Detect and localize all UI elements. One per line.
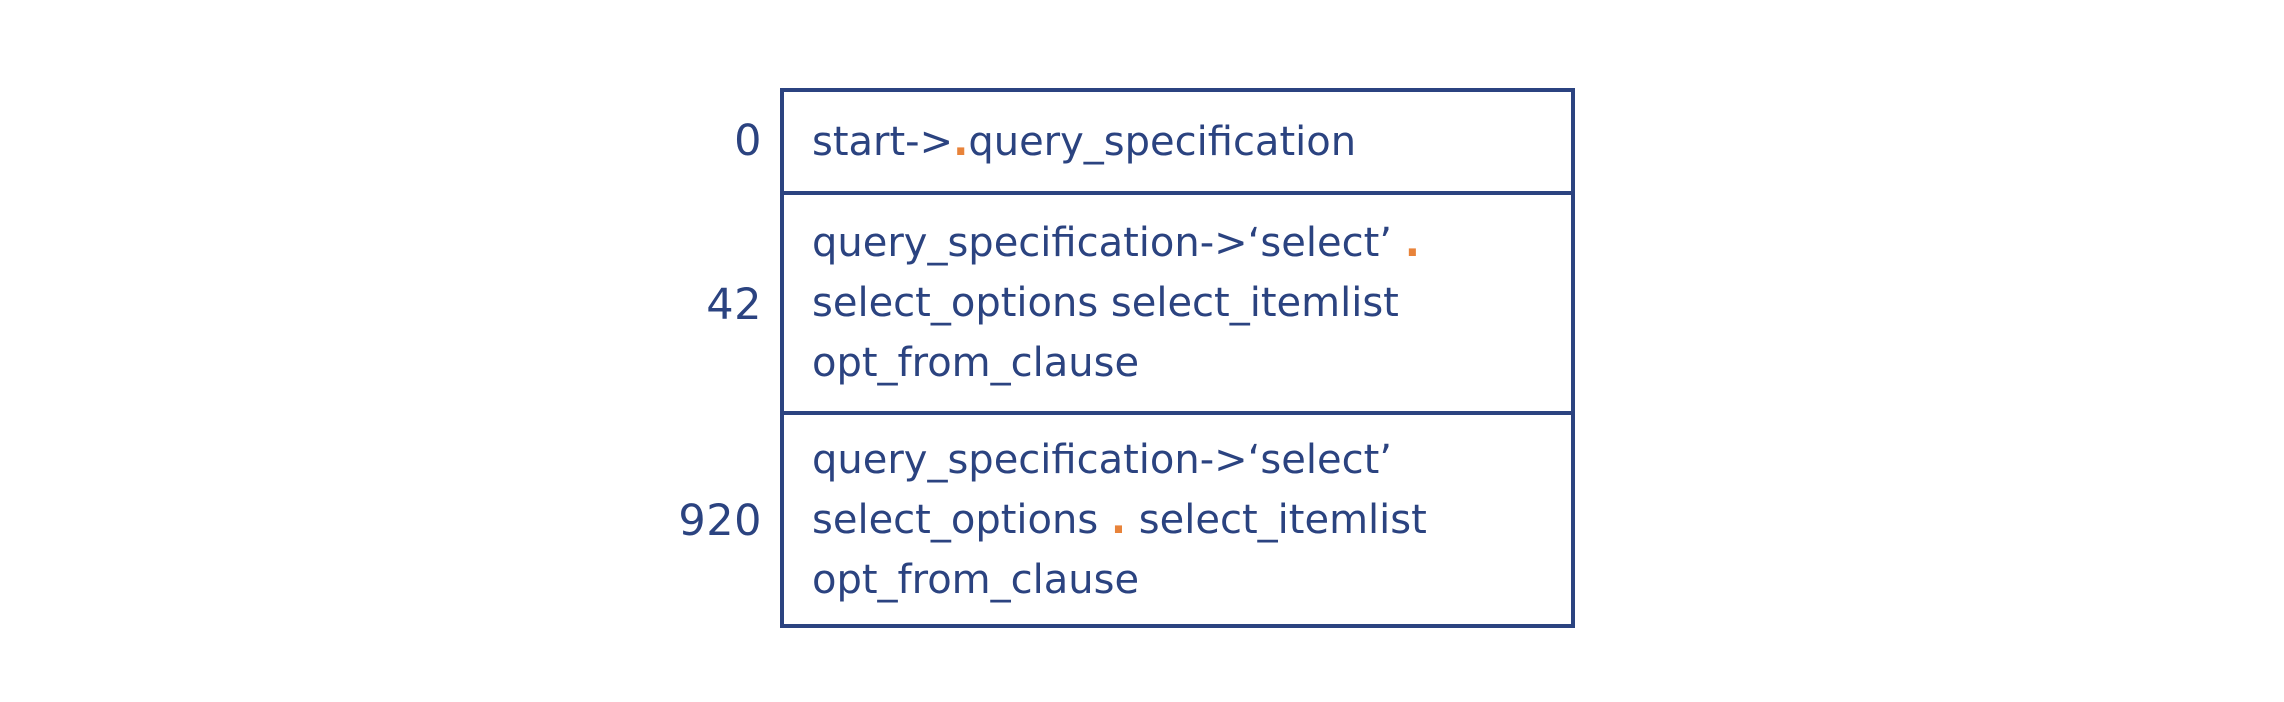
production-text-before-dot: start-> <box>812 118 954 165</box>
production-text-before-dot: query_specification->‘select’ <box>812 436 1392 483</box>
production-line: start->.query_specification <box>812 112 1571 172</box>
parser-position-dot: . <box>953 118 969 165</box>
state-number: 0 <box>734 116 762 166</box>
production-cell: query_specification->‘select’ . select_o… <box>780 195 1575 415</box>
production-text-before-dot: select_options select_itemlist <box>812 280 1399 326</box>
production-line: query_specification->‘select’ . <box>812 213 1571 273</box>
production-text-after-dot: query_specification <box>968 118 1357 165</box>
table-row: 0 start->.query_specification <box>640 88 1575 195</box>
parser-position-dot: . <box>1110 496 1127 543</box>
table-row: 920 query_specification->‘select’ select… <box>640 415 1575 628</box>
parse-item-set-table: 0 start->.query_specification 42 query_s… <box>640 88 1575 628</box>
production-line: opt_from_clause <box>812 550 1571 610</box>
state-number: 920 <box>678 496 762 546</box>
production-line: select_options select_itemlist <box>812 273 1571 333</box>
parser-position-dot: . <box>1404 220 1420 266</box>
production-line: query_specification->‘select’ <box>812 430 1571 490</box>
production-text-after-dot: select_itemlist <box>1126 496 1427 543</box>
production-line: select_options . select_itemlist <box>812 490 1571 550</box>
production-text-before-dot: opt_from_clause <box>812 556 1140 603</box>
state-number: 42 <box>706 279 762 330</box>
table-row: 42 query_specification->‘select’ . selec… <box>640 195 1575 415</box>
production-line: opt_from_clause <box>812 333 1571 393</box>
production-text-before-dot: select_options <box>812 496 1111 543</box>
production-text-before-dot: opt_from_clause <box>812 340 1140 386</box>
production-cell: start->.query_specification <box>780 88 1575 195</box>
production-text-before-dot: query_specification->‘select’ <box>812 220 1405 266</box>
production-cell: query_specification->‘select’ select_opt… <box>780 415 1575 628</box>
